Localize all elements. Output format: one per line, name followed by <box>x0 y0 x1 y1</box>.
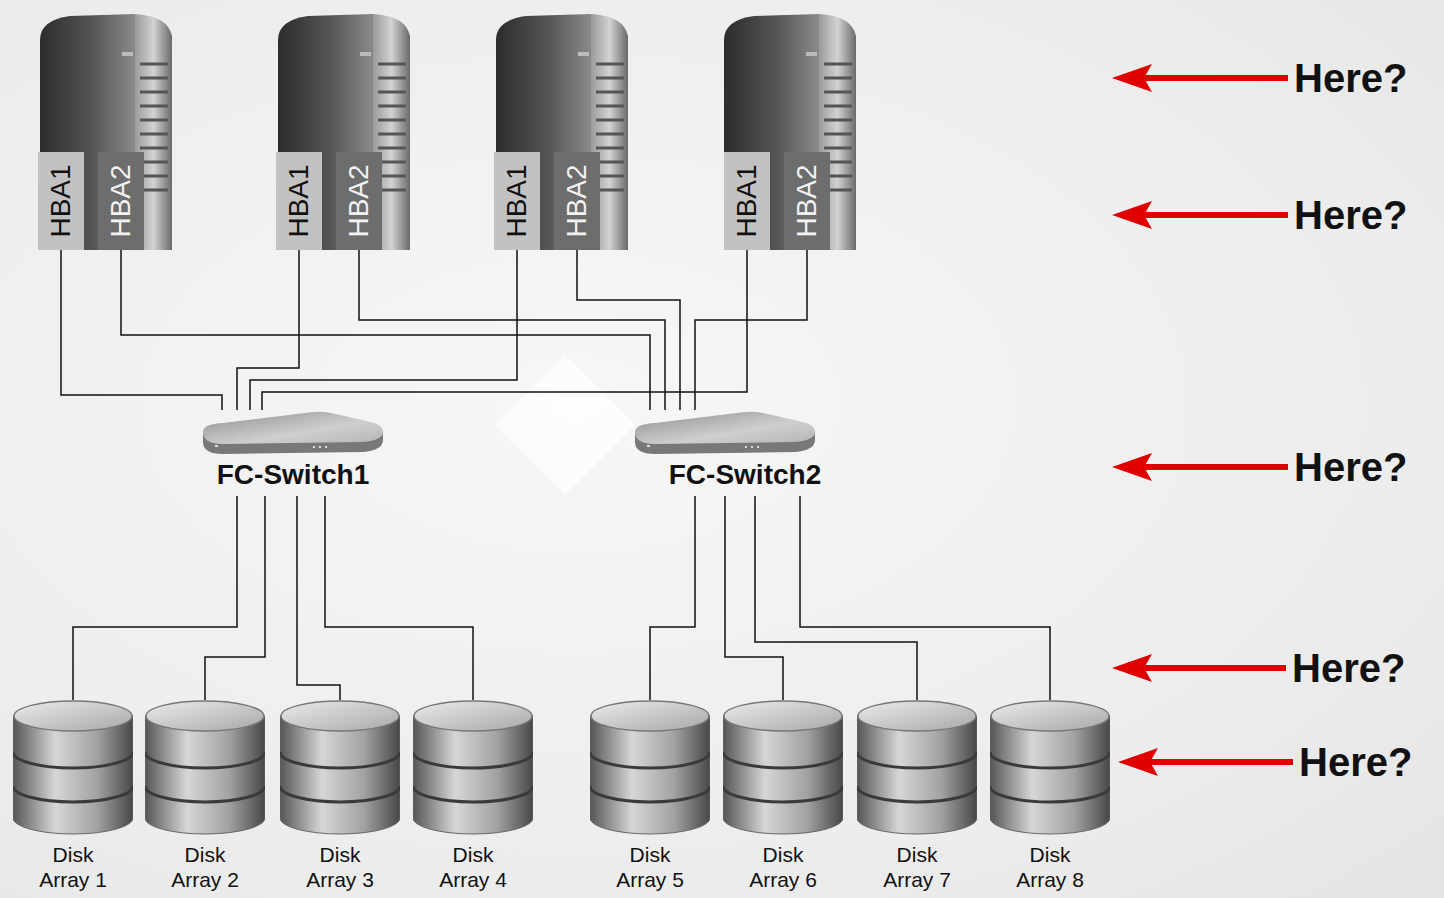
disk-body <box>857 701 977 834</box>
callout-label: Here? <box>1294 443 1407 491</box>
disk-body <box>13 701 133 834</box>
fc-cable <box>205 496 265 700</box>
arrow-head <box>1118 748 1158 776</box>
disk-array: Disk Array 6 <box>723 700 843 896</box>
node-label: FC-Switch2 <box>669 458 821 492</box>
fc-cable <box>61 250 222 410</box>
node-label: HBA1 <box>502 164 532 237</box>
fc-cable <box>250 250 517 410</box>
hba-card: HBA1 <box>276 152 322 250</box>
hba-card: HBA2 <box>554 152 600 250</box>
callout-label: Here? <box>1292 644 1405 692</box>
server <box>724 14 856 250</box>
arrow-head <box>1112 201 1152 229</box>
fc-cable <box>325 496 473 700</box>
disk-outline <box>145 700 265 838</box>
disk-array: Disk Array 8 <box>990 700 1110 896</box>
switch-body <box>635 412 815 454</box>
fc-switch: FC-Switch1 <box>188 410 398 496</box>
fc-cable <box>650 496 695 700</box>
fc-switch: FC-Switch2 <box>630 410 860 496</box>
arrow-shaft <box>1140 464 1288 470</box>
node-label: Disk Array 2 <box>160 842 250 892</box>
disk-body <box>723 701 843 834</box>
pointer-arrows <box>1112 64 1293 776</box>
node-label: HBA1 <box>732 164 762 237</box>
arrow-shaft <box>1140 75 1288 81</box>
arrow-head <box>1112 654 1152 682</box>
switch-body <box>203 412 383 454</box>
server <box>496 14 628 250</box>
hba-card: HBA1 <box>38 152 84 250</box>
fc-cable <box>297 496 340 700</box>
disk-outline <box>13 700 133 838</box>
fc-cable <box>800 496 1050 700</box>
switch-outline <box>203 410 383 455</box>
arrow-head <box>1112 453 1152 481</box>
node-label: Disk Array 5 <box>605 842 695 892</box>
fc-cable <box>695 250 807 410</box>
disk-outline <box>990 700 1110 838</box>
node-label: HBA2 <box>106 164 136 237</box>
node-label: Disk Array 1 <box>28 842 118 892</box>
disk-body <box>280 701 400 834</box>
node-label: HBA1 <box>284 164 314 237</box>
disk-body <box>990 701 1110 834</box>
node-label: Disk Array 7 <box>872 842 962 892</box>
callout-label: Here? <box>1294 54 1407 102</box>
disk-array: Disk Array 1 <box>13 700 133 896</box>
fc-cable <box>237 250 299 410</box>
fc-cable <box>755 496 917 700</box>
watermark <box>495 355 635 495</box>
disk-outline <box>857 700 977 838</box>
disk-body <box>413 701 533 834</box>
node-label: HBA1 <box>46 164 76 237</box>
disk-outline <box>413 700 533 838</box>
server <box>40 14 172 250</box>
node-label: HBA2 <box>344 164 374 237</box>
node-label: HBA2 <box>562 164 592 237</box>
hba-card: HBA2 <box>98 152 144 250</box>
fc-cable <box>121 250 650 410</box>
arrow-shaft <box>1146 759 1293 765</box>
disk-outline <box>280 700 400 838</box>
node-label: Disk Array 8 <box>1005 842 1095 892</box>
disk-body <box>590 701 710 834</box>
disk-outline <box>590 700 710 838</box>
arrow-shaft <box>1140 665 1286 671</box>
disk-array: Disk Array 3 <box>280 700 400 896</box>
hba-card: HBA1 <box>494 152 540 250</box>
disk-array: Disk Array 4 <box>413 700 533 896</box>
hba-card: HBA2 <box>336 152 382 250</box>
disk-body <box>145 701 265 834</box>
hba-card: HBA1 <box>724 152 770 250</box>
arrow-shaft <box>1140 212 1288 218</box>
node-label: Disk Array 4 <box>428 842 518 892</box>
node-label: Disk Array 6 <box>738 842 828 892</box>
arrow-head <box>1112 64 1152 92</box>
server <box>278 14 410 250</box>
node-label: FC-Switch1 <box>217 458 369 492</box>
disk-array: Disk Array 2 <box>145 700 265 896</box>
fc-cable <box>73 496 237 700</box>
fc-cable <box>725 496 783 700</box>
fc-cable <box>262 250 747 410</box>
fc-cable <box>359 250 665 410</box>
callout-label: Here? <box>1299 738 1412 786</box>
disk-array: Disk Array 5 <box>590 700 710 896</box>
disk-array: Disk Array 7 <box>857 700 977 896</box>
node-label: HBA2 <box>792 164 822 237</box>
disk-outline <box>723 700 843 838</box>
fc-cable <box>577 250 680 410</box>
callout-label: Here? <box>1294 191 1407 239</box>
switch-outline <box>635 410 815 455</box>
hba-card: HBA2 <box>784 152 830 250</box>
node-label: Disk Array 3 <box>295 842 385 892</box>
